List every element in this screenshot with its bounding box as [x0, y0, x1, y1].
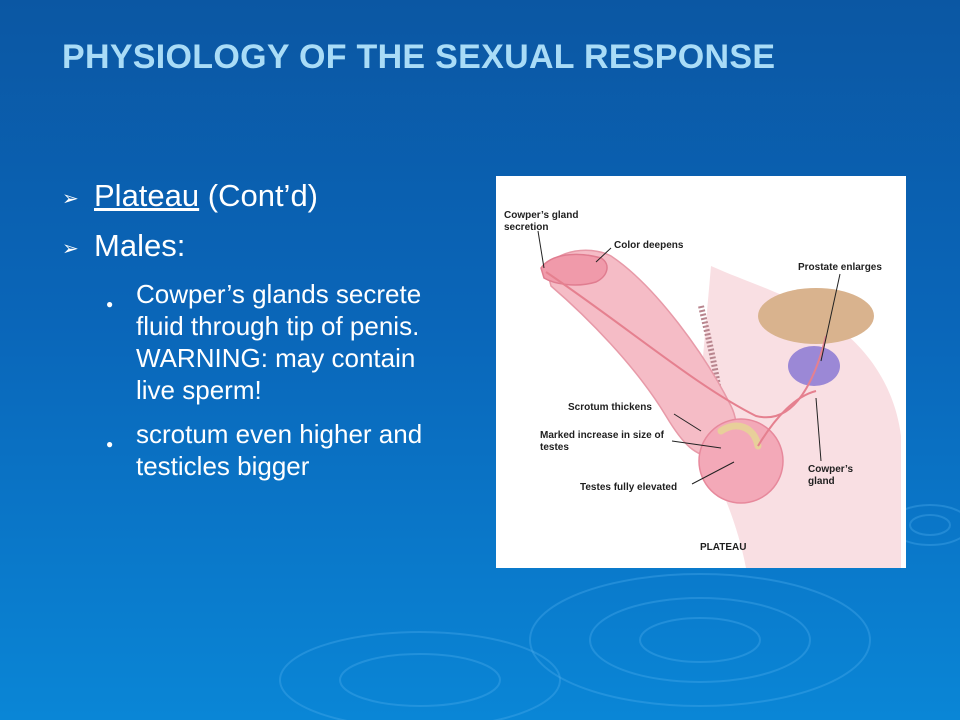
plateau-contd: (Cont’d): [199, 178, 319, 213]
anatomy-illustration: [537, 230, 901, 568]
plateau-term: Plateau: [94, 178, 200, 213]
slide-title: PHYSIOLOGY OF THE SEXUAL RESPONSE: [62, 38, 776, 76]
label-cowpers-gland: Cowper’s gland: [808, 464, 854, 487]
label-marked-increase: Marked increase in size of testes: [540, 430, 664, 453]
sub-bullet-cowpers: ● Cowper’s glands secrete fluid through …: [106, 278, 462, 406]
label-prostate-enlarges: Prostate enlarges: [798, 262, 882, 273]
sub-bullet-text: Cowper’s glands secrete fluid through ti…: [136, 279, 422, 405]
bullet-list: ➢ Plateau (Cont’d) ➢ Males: ● Cowper’s g…: [62, 178, 462, 494]
sub-bullet-scrotum: ● scrotum even higher and testicles bigg…: [106, 418, 462, 482]
label-color-deepens: Color deepens: [614, 240, 684, 251]
arrow-bullet-icon: ➢: [62, 188, 79, 210]
label-plateau: PLATEAU: [700, 542, 747, 553]
sub-bullet-text: scrotum even higher and testicles bigger: [136, 419, 423, 481]
dot-bullet-icon: ●: [106, 437, 114, 451]
label-scrotum-thickens: Scrotum thickens: [568, 402, 652, 413]
label-testes-elevated: Testes fully elevated: [580, 482, 678, 493]
bullet-plateau: ➢ Plateau (Cont’d): [62, 178, 462, 214]
label-cowpers-secretion: Cowper’s gland secretion: [504, 210, 579, 233]
males-label: Males:: [94, 228, 186, 263]
dot-bullet-icon: ●: [106, 297, 114, 311]
bullet-males: ➢ Males:: [62, 228, 462, 264]
arrow-bullet-icon: ➢: [62, 238, 79, 260]
anatomy-figure: Cowper’s gland secretion Color deepens P…: [496, 176, 906, 568]
